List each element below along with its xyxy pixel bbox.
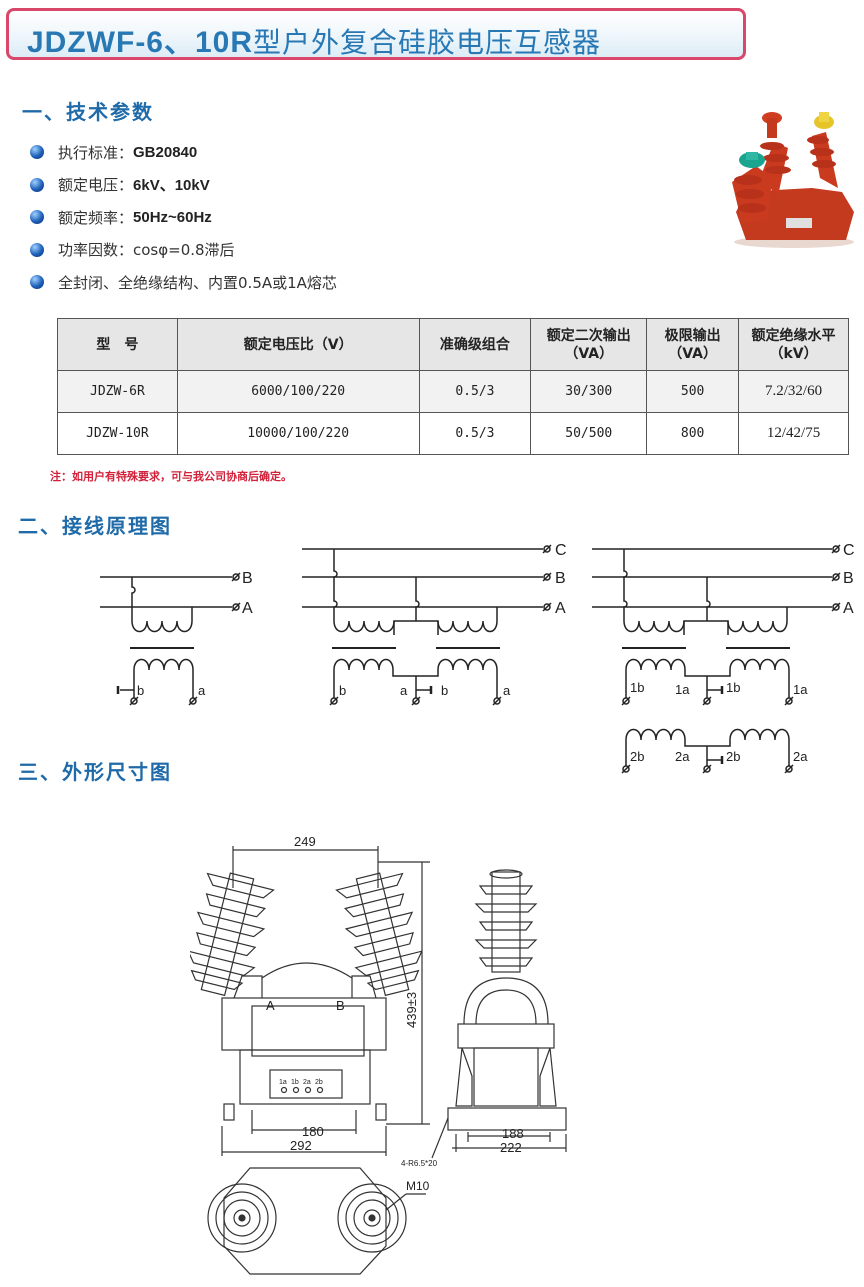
param-item: 执行标准： GB20840: [30, 136, 337, 169]
title-name: 型户外复合硅胶电压互感器: [253, 26, 602, 59]
table-header-row: 型 号 额定电压比（V） 准确级组合 额定二次输出 （VA） 极限输出 （VA）…: [57, 318, 849, 371]
dim-439: 439±3: [404, 992, 419, 1028]
title-model: JDZWF-6、10R: [27, 26, 254, 59]
bullet-icon: [30, 210, 44, 225]
table-cell: 50/500: [530, 412, 648, 455]
terminal-label: 2b: [726, 749, 740, 764]
terminal-B-label: B: [336, 998, 345, 1013]
table-header-cell: 额定绝缘水平 （kV）: [738, 318, 849, 371]
dim-180: 180: [302, 1124, 324, 1139]
table-cell: JDZW-6R: [57, 370, 178, 413]
table-row: JDZW-10R 10000/100/220 0.5/3 50/500 800 …: [57, 412, 849, 455]
terminal-label: b: [137, 683, 144, 698]
wire-label-A: A: [555, 600, 566, 617]
section-heading-wiring: 二、接线原理图: [18, 514, 172, 538]
table-cell: 500: [646, 370, 740, 413]
terminal-label: 1b: [630, 680, 644, 695]
terminal-A-label: A: [266, 998, 275, 1013]
section-heading-dimensions: 三、外形尺寸图: [18, 760, 172, 784]
note-text: 注：如用户有特殊要求，可与我公司协商后确定。: [50, 470, 292, 483]
top-view: [207, 1167, 426, 1275]
param-value: 6kV、10kV: [133, 177, 210, 195]
dim-292: 292: [290, 1138, 312, 1153]
spec-table: 型 号 额定电压比（V） 准确级组合 额定二次输出 （VA） 极限输出 （VA）…: [57, 318, 849, 455]
param-label: 全封闭、全绝缘结构、内置0.5A或1A熔芯: [58, 273, 337, 292]
terminal-block-label: 1b: [291, 1079, 299, 1086]
terminal-label: 2a: [793, 749, 808, 764]
terminal-label: 2b: [630, 749, 644, 764]
terminal-label: a: [503, 683, 511, 698]
table-cell: 7.2/32/60: [738, 370, 849, 413]
wire-label-A: A: [242, 600, 253, 617]
wiring-diagram-double-secondary: [592, 544, 841, 774]
wire-label-C: C: [555, 542, 567, 559]
terminal-block-label: 1a: [279, 1079, 287, 1086]
table-row: JDZW-6R 6000/100/220 0.5/3 30/300 500 7.…: [57, 370, 849, 413]
table-cell: 12/42/75: [738, 412, 849, 455]
table-cell: 30/300: [530, 370, 648, 413]
section-heading-tech-params: 一、技术参数: [22, 100, 154, 124]
table-cell: 800: [646, 412, 740, 455]
side-view: [431, 869, 567, 1159]
param-item: 功率因数：cosφ=0.8滞后: [30, 234, 337, 267]
wire-label-B: B: [555, 570, 566, 587]
bullet-icon: [30, 242, 44, 257]
table-cell: 6000/100/220: [176, 370, 420, 413]
terminal-label: b: [441, 683, 448, 698]
terminal-block-label: 2a: [303, 1079, 311, 1086]
wire-label-A: A: [843, 600, 854, 617]
param-value: GB20840: [133, 143, 198, 161]
page-title: JDZWF-6、10R型户外复合硅胶电压互感器: [27, 17, 601, 61]
param-label: 额定电压：: [58, 176, 134, 195]
wire-label-B: B: [242, 570, 253, 587]
bullet-icon: [30, 275, 44, 290]
terminal-label: 2a: [675, 749, 690, 764]
bullet-icon: [30, 145, 44, 160]
table-header-cell: 额定二次输出 （VA）: [530, 318, 648, 371]
terminal-label: 1b: [726, 680, 740, 695]
table-cell: JDZW-10R: [57, 412, 178, 455]
param-list: 执行标准： GB20840 额定电压： 6kV、10kV 额定频率： 50Hz~…: [30, 136, 337, 299]
table-cell: 10000/100/220: [176, 412, 420, 455]
table-header-cell: 极限输出 （VA）: [646, 318, 740, 371]
param-label: 执行标准：: [58, 143, 134, 162]
table-cell: 0.5/3: [418, 370, 532, 413]
terminal-label: a: [400, 683, 408, 698]
terminal-label: 1a: [793, 682, 808, 697]
product-photo: [732, 112, 854, 248]
bullet-icon: [30, 177, 44, 192]
param-label: 额定频率：: [58, 208, 134, 227]
dim-hole: 4-R6.5*20: [401, 1159, 438, 1168]
dim-249: 249: [294, 834, 316, 849]
dim-m10: M10: [406, 1179, 430, 1193]
table-header-cell: 额定电压比（V）: [176, 318, 420, 371]
wire-label-C: C: [843, 542, 855, 559]
dim-222: 222: [500, 1140, 522, 1155]
wiring-diagram-double: [302, 544, 552, 706]
param-item: 额定电压： 6kV、10kV: [30, 169, 337, 202]
terminal-label: 1a: [675, 682, 690, 697]
dim-188: 188: [502, 1126, 524, 1141]
wire-label-B: B: [843, 570, 854, 587]
table-header-cell: 型 号: [57, 318, 178, 371]
dimension-drawing: 249 180 292 188 222 4-R6.5*20 M10 A B 1a…: [190, 834, 567, 1275]
param-item: 全封闭、全绝缘结构、内置0.5A或1A熔芯: [30, 266, 337, 299]
terminal-label: a: [198, 683, 206, 698]
wiring-diagram-single: [100, 572, 241, 706]
terminal-block-label: 2b: [315, 1079, 323, 1086]
terminal-label: b: [339, 683, 346, 698]
param-item: 额定频率： 50Hz~60Hz: [30, 201, 337, 234]
param-value: 50Hz~60Hz: [133, 208, 212, 226]
param-label: 功率因数：cosφ=0.8滞后: [58, 241, 235, 260]
title-banner: JDZWF-6、10R型户外复合硅胶电压互感器: [6, 8, 746, 60]
wiring-diagram: B A C B A C B A b a b a b a 1b 1a 1b 1a …: [100, 542, 855, 774]
table-cell: 0.5/3: [418, 412, 532, 455]
front-view: [190, 846, 430, 1156]
table-header-cell: 准确级组合: [418, 318, 532, 371]
